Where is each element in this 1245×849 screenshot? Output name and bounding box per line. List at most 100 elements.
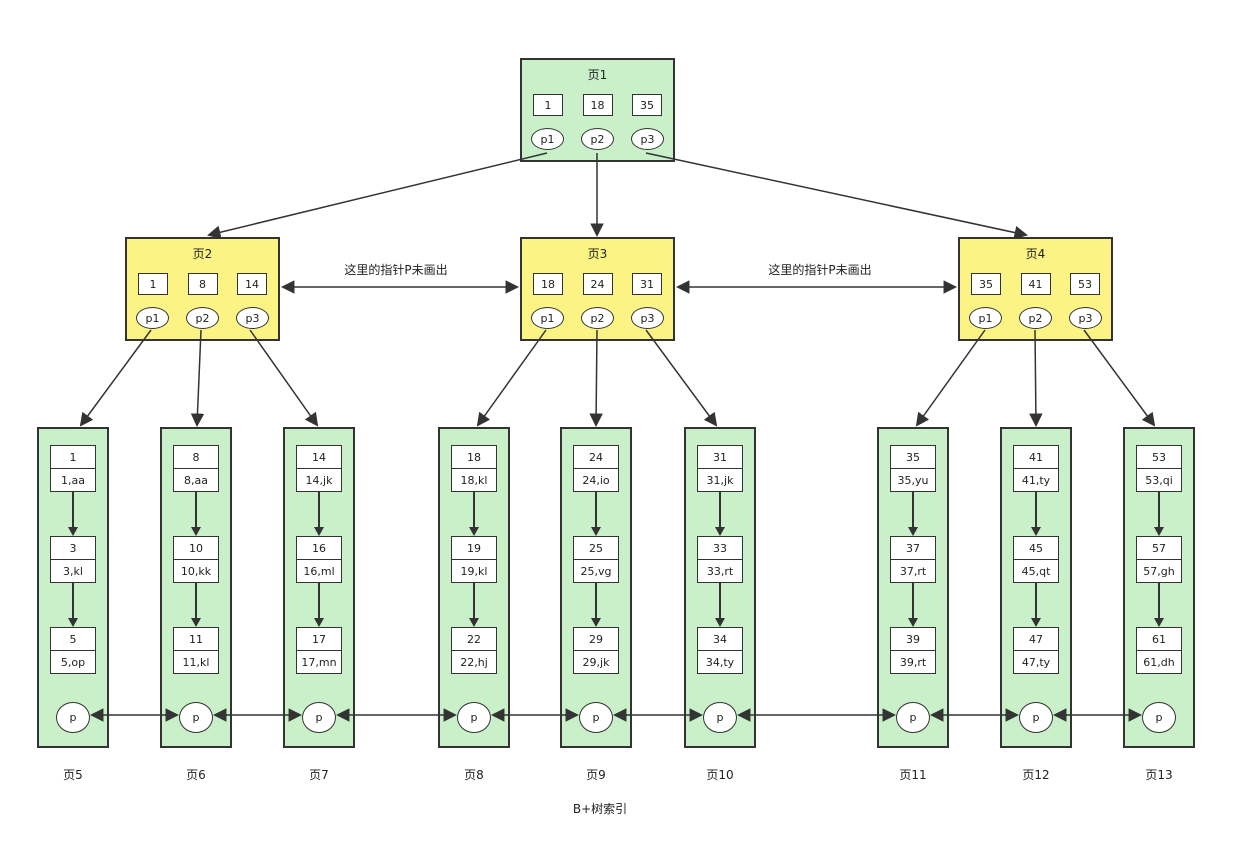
record: 35 35,yu bbox=[890, 445, 936, 492]
down-arrow-icon bbox=[469, 492, 479, 536]
record-value: 14,jk bbox=[296, 468, 342, 492]
page-label: 页7 bbox=[309, 768, 329, 782]
record: 61 61,dh bbox=[1136, 627, 1182, 674]
page-label: 页13 bbox=[1145, 768, 1173, 782]
page-label: 页5 bbox=[63, 768, 83, 782]
down-arrow-icon bbox=[1154, 583, 1164, 627]
record: 10 10,kk bbox=[173, 536, 219, 583]
record: 24 24,io bbox=[573, 445, 619, 492]
down-arrow-icon bbox=[68, 492, 78, 536]
pointer-p3: p3 bbox=[631, 307, 664, 329]
record-value: 1,aa bbox=[50, 468, 96, 492]
leaf-pointer: p bbox=[302, 702, 336, 733]
record: 33 33,rt bbox=[697, 536, 743, 583]
key-cell: 41 bbox=[1020, 273, 1051, 295]
page-label: 页9 bbox=[586, 768, 606, 782]
record-value: 45,qt bbox=[1013, 559, 1059, 583]
pointer-row: p1 p2 p3 bbox=[522, 128, 673, 150]
pointer-p1: p1 bbox=[969, 307, 1002, 329]
record-value: 8,aa bbox=[173, 468, 219, 492]
record-key: 39 bbox=[890, 627, 936, 651]
record: 37 37,rt bbox=[890, 536, 936, 583]
annotation-pointer-not-drawn-left: 这里的指针P未画出 bbox=[344, 263, 448, 277]
page-label: 页10 bbox=[706, 768, 734, 782]
record-key: 11 bbox=[173, 627, 219, 651]
record-key: 41 bbox=[1013, 445, 1059, 469]
page-8-box: 18 18,kl 19 19,kl 22 22,hj p bbox=[438, 427, 510, 748]
record-value: 47,ty bbox=[1013, 650, 1059, 674]
page-2-box: 页2 1 8 14 p1 p2 p3 bbox=[125, 237, 280, 341]
leaf-pointer: p bbox=[1142, 702, 1176, 733]
pointer-p1: p1 bbox=[136, 307, 169, 329]
key-cell: 1 bbox=[533, 94, 563, 116]
record-value: 53,qi bbox=[1136, 468, 1182, 492]
edge-root-p3-to-page4 bbox=[645, 152, 1028, 240]
down-arrow-icon bbox=[68, 583, 78, 627]
pointer-row: p1 p2 p3 bbox=[960, 307, 1111, 329]
record: 14 14,jk bbox=[296, 445, 342, 492]
key-row: 35 41 53 bbox=[960, 273, 1111, 295]
down-arrow-icon bbox=[715, 492, 725, 536]
pointer-p3: p3 bbox=[236, 307, 269, 329]
key-cell: 18 bbox=[533, 273, 563, 295]
record: 25 25,vg bbox=[573, 536, 619, 583]
page-3-box: 页3 18 24 31 p1 p2 p3 bbox=[520, 237, 675, 341]
down-arrow-icon bbox=[908, 492, 918, 536]
page-title: 页1 bbox=[587, 68, 608, 82]
down-arrow-icon bbox=[469, 583, 479, 627]
record-value: 39,rt bbox=[890, 650, 936, 674]
record: 29 29,jk bbox=[573, 627, 619, 674]
pointer-p1: p1 bbox=[531, 128, 564, 150]
record: 22 22,hj bbox=[451, 627, 497, 674]
record-value: 18,kl bbox=[451, 468, 497, 492]
edge-root-p1-to-page2 bbox=[207, 152, 548, 239]
edge-page2-p2-to-page6 bbox=[190, 329, 205, 428]
record-key: 10 bbox=[173, 536, 219, 560]
down-arrow-icon bbox=[1154, 492, 1164, 536]
record: 17 17,mn bbox=[296, 627, 342, 674]
down-arrow-icon bbox=[191, 492, 201, 536]
record: 39 39,rt bbox=[890, 627, 936, 674]
page-label: 页8 bbox=[464, 768, 484, 782]
record-key: 14 bbox=[296, 445, 342, 469]
page-10-box: 31 31,jk 33 33,rt 34 34,ty p bbox=[684, 427, 756, 748]
diagram-caption: B+树索引 bbox=[572, 802, 628, 816]
record-value: 33,rt bbox=[697, 559, 743, 583]
record-value: 22,hj bbox=[451, 650, 497, 674]
record-value: 17,mn bbox=[296, 650, 342, 674]
leaf-pointer: p bbox=[457, 702, 491, 733]
record: 53 53,qi bbox=[1136, 445, 1182, 492]
leaf-pointer: p bbox=[703, 702, 737, 733]
record: 1 1,aa bbox=[50, 445, 96, 492]
record: 16 16,ml bbox=[296, 536, 342, 583]
page-5-box: 1 1,aa 3 3,kl 5 5,op p bbox=[37, 427, 109, 748]
record-value: 31,jk bbox=[697, 468, 743, 492]
leaf-pointer: p bbox=[896, 702, 930, 733]
record-key: 1 bbox=[50, 445, 96, 469]
record-value: 24,io bbox=[573, 468, 619, 492]
record: 31 31,jk bbox=[697, 445, 743, 492]
down-arrow-icon bbox=[1031, 583, 1041, 627]
pointer-row: p1 p2 p3 bbox=[127, 307, 278, 329]
edge-page2-p3-to-page7 bbox=[249, 329, 319, 427]
pointer-p2: p2 bbox=[581, 307, 614, 329]
leaf-pointer: p bbox=[1019, 702, 1053, 733]
page-9-box: 24 24,io 25 25,vg 29 29,jk p bbox=[560, 427, 632, 748]
record-value: 57,gh bbox=[1136, 559, 1182, 583]
edge-page4-p1-to-page11 bbox=[915, 329, 986, 427]
pointer-row: p1 p2 p3 bbox=[522, 307, 673, 329]
record-value: 10,kk bbox=[173, 559, 219, 583]
record: 57 57,gh bbox=[1136, 536, 1182, 583]
record-key: 33 bbox=[697, 536, 743, 560]
down-arrow-icon bbox=[908, 583, 918, 627]
key-cell: 35 bbox=[632, 94, 662, 116]
page-title: 页3 bbox=[587, 247, 608, 261]
annotation-pointer-not-drawn-right: 这里的指针P未画出 bbox=[768, 263, 872, 277]
edge-page2-p1-to-page5 bbox=[79, 329, 152, 427]
record-value: 5,op bbox=[50, 650, 96, 674]
record-key: 53 bbox=[1136, 445, 1182, 469]
down-arrow-icon bbox=[1031, 492, 1041, 536]
record-value: 16,ml bbox=[296, 559, 342, 583]
record: 5 5,op bbox=[50, 627, 96, 674]
